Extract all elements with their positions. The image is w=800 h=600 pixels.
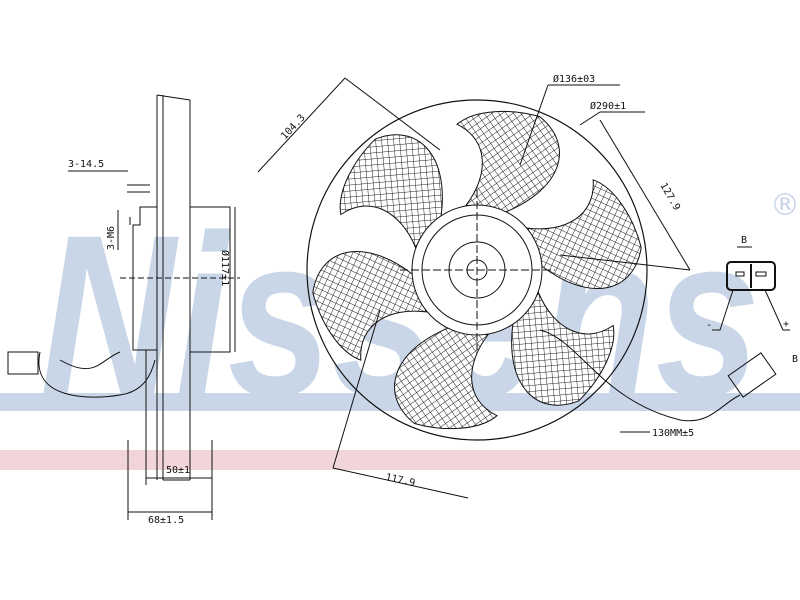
- connector-minus-label: -: [706, 320, 712, 331]
- connector-detail: B - + B: [706, 235, 798, 365]
- blade-offset-bottom-label: 117.9: [384, 472, 416, 489]
- connector-plus-label: +: [783, 319, 789, 330]
- connector-view-label: B: [741, 235, 747, 246]
- fan-diameter-label: Ø290±1: [590, 100, 626, 112]
- motor-depth-label: 50±1: [166, 465, 190, 476]
- side-view: [7, 94, 240, 520]
- motor-diameter-label: Ø117±1: [219, 250, 231, 286]
- bolt-thread-label: 3-M6: [106, 226, 117, 250]
- blade-offset-top-label: 104.3: [279, 113, 308, 143]
- fan-blades: [312, 110, 642, 430]
- fan-blade: [456, 110, 560, 213]
- registered-mark: ®: [770, 188, 800, 223]
- watermark-pink-band: [0, 450, 800, 470]
- fan-blade: [339, 134, 443, 248]
- fan-blade: [394, 327, 498, 430]
- fan-blade: [511, 292, 615, 406]
- total-depth-label: 68±1.5: [148, 515, 184, 526]
- fan-outer-ring: [306, 99, 648, 441]
- hub-diameter-label: Ø136±03: [553, 73, 595, 85]
- connector-ref-label: B: [792, 354, 798, 365]
- fan-blade: [312, 251, 428, 361]
- cable-length-label: 130MM±5: [652, 428, 694, 439]
- bolt-spacing-label: 3-14.5: [68, 159, 104, 170]
